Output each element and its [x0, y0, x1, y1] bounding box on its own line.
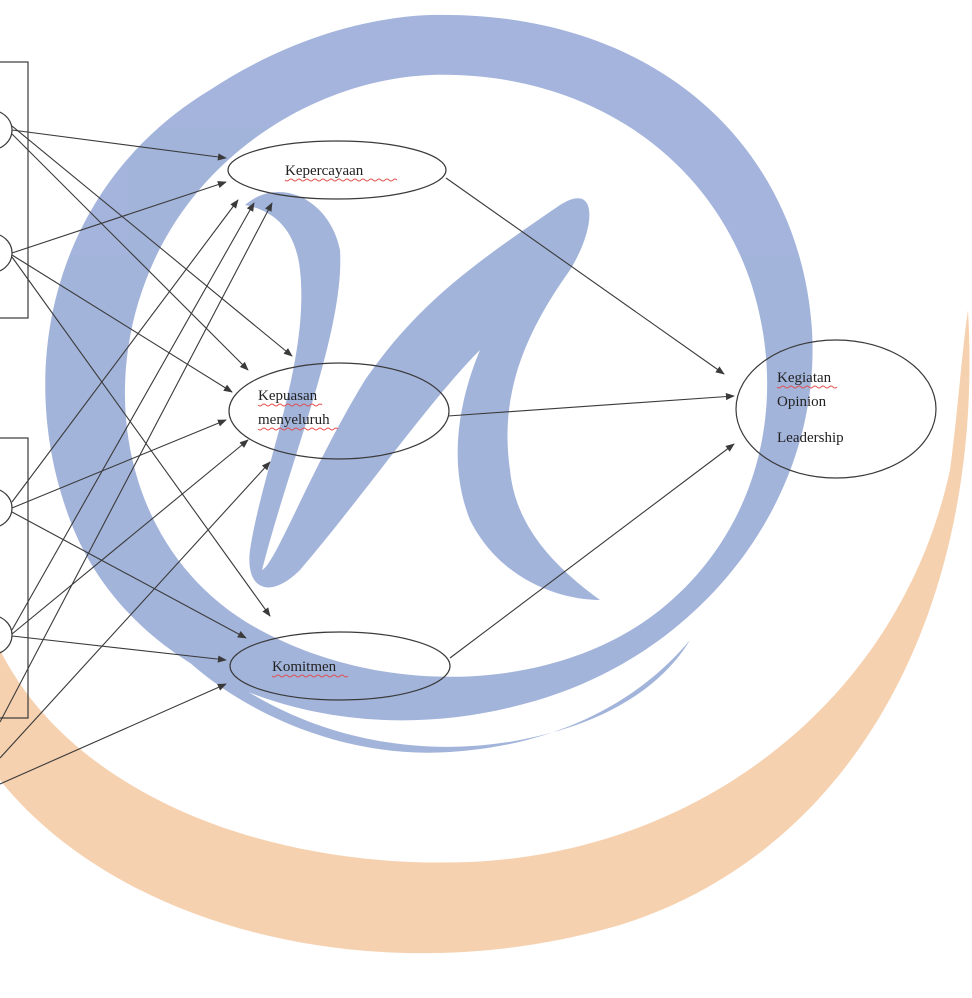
label-kepercayaan: Kepercayaan: [285, 163, 364, 179]
left-ellipse-2: [0, 234, 13, 272]
watermark-blue-swoosh: [120, 560, 690, 753]
arrow-kepercayaan-kegiatan: [445, 177, 725, 375]
ellipse-kepercayaan: [227, 140, 447, 200]
spellcheck-underline: [257, 427, 339, 431]
arrow-e2-komitmen: [11, 256, 271, 617]
arrow-src5-kepercayaan: [0, 202, 273, 723]
label-komitmen: Komitmen: [272, 659, 337, 675]
label-kegiatan-line1: Kegiatan: [777, 370, 832, 386]
watermark-orange-crescent: [0, 310, 970, 954]
w-at-sign-logo: [0, 14, 970, 954]
arrow-e4-kepuasan: [11, 439, 249, 635]
arrow-e4-kepercayaan: [11, 202, 255, 631]
arrow-e3-kepuasan: [11, 419, 227, 509]
left-ellipse-3: [0, 489, 13, 527]
arrow-komitmen-kegiatan: [449, 443, 735, 659]
left-ellipse-1: [0, 111, 13, 149]
watermark-blue-w: [245, 192, 600, 601]
arrow-kepuasan-kegiatan: [447, 392, 735, 417]
arrow-src6-komitmen: [0, 683, 227, 785]
arrow-e4-komitmen: [11, 635, 227, 663]
spellcheck-underline: [271, 674, 349, 678]
spellcheck-underline: [257, 403, 323, 407]
arrow-src5-kepuasan: [0, 461, 271, 759]
left-ellipse-4: [0, 616, 13, 654]
label-kepuasan-line1: Kepuasan: [258, 388, 318, 404]
left-box-top: [0, 61, 29, 319]
arrow-e3-komitmen: [11, 511, 247, 639]
spellcheck-underline: [284, 178, 398, 182]
arrows: [0, 125, 735, 785]
arrow-e1-komitmen-top: [11, 125, 293, 357]
label-kegiatan-line2: Opinion: [777, 394, 827, 410]
label-kegiatan-line3: Leadership: [777, 430, 844, 446]
left-box-bottom: [0, 437, 29, 719]
spellcheck-underline: [776, 385, 838, 389]
ellipse-komitmen: [229, 631, 451, 701]
arrow-e1-kepuasan: [11, 133, 249, 371]
label-kepuasan-line2: menyeluruh: [258, 412, 330, 428]
ellipse-kepuasan: [228, 362, 450, 460]
arrow-e3-kepercayaan: [11, 199, 239, 503]
arrow-e2-kepercayaan: [11, 181, 227, 254]
arrow-e2-kepuasan: [11, 254, 233, 393]
ellipse-kegiatan: [735, 339, 937, 479]
arrow-e1-kepercayaan: [11, 129, 227, 161]
